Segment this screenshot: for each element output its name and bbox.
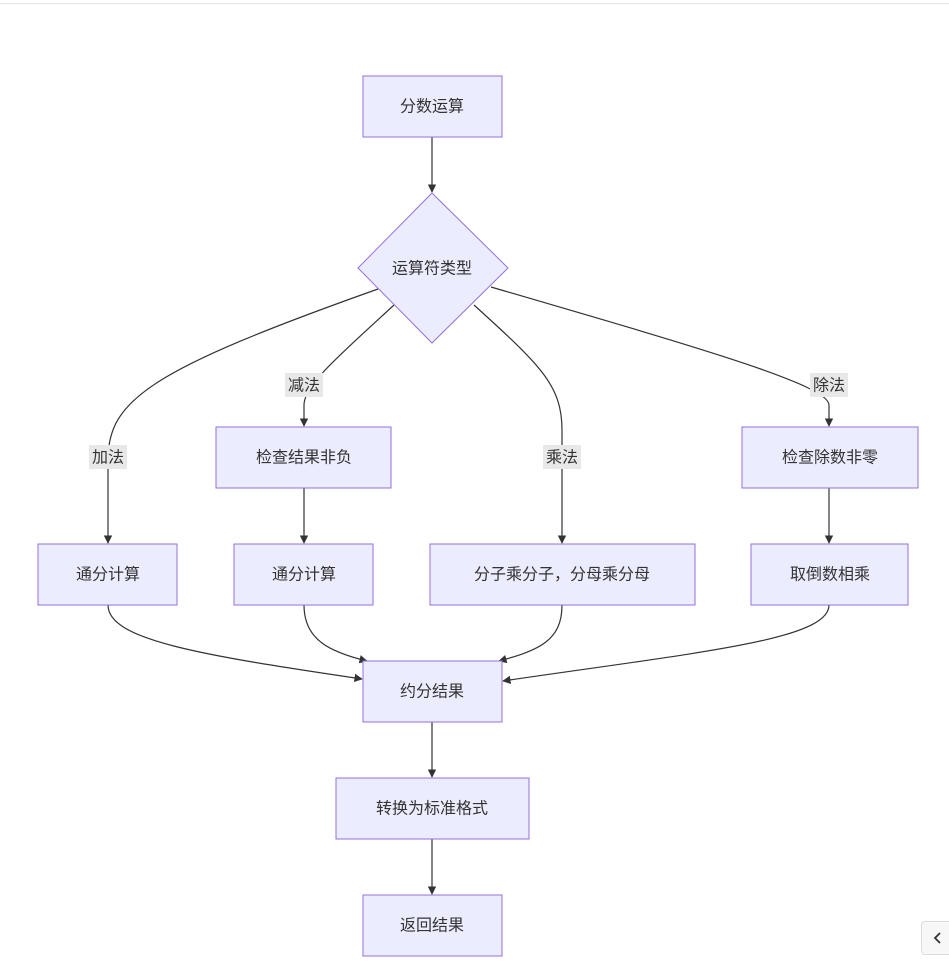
node-reduce: 约分结果 bbox=[362, 660, 503, 723]
node-return-label: 返回结果 bbox=[400, 916, 464, 935]
node-start-label: 分数运算 bbox=[400, 97, 464, 116]
chevron-left-icon bbox=[933, 932, 941, 944]
node-standardize-label: 转换为标准格式 bbox=[376, 799, 488, 818]
node-check-divisor-label: 检查除数非零 bbox=[782, 448, 878, 467]
node-check-divisor: 检查除数非零 bbox=[741, 426, 919, 489]
node-add-common-label: 通分计算 bbox=[76, 565, 140, 584]
node-check-nonneg: 检查结果非负 bbox=[215, 426, 392, 489]
node-add-common: 通分计算 bbox=[37, 543, 178, 606]
node-sub-common: 通分计算 bbox=[233, 543, 374, 606]
node-decision: 运算符类型 bbox=[357, 192, 509, 344]
node-reciprocal-label: 取倒数相乘 bbox=[790, 565, 870, 584]
node-reciprocal: 取倒数相乘 bbox=[750, 543, 909, 606]
edge-sub-to-reduce bbox=[303, 604, 368, 664]
edge-decision-to-add bbox=[103, 288, 379, 544]
node-decision-label: 运算符类型 bbox=[392, 259, 472, 278]
node-multiply-label: 分子乘分子，分母乘分母 bbox=[474, 565, 650, 584]
edge-reciprocal-to-reduce bbox=[502, 604, 830, 685]
edge-decision-to-check-divisor bbox=[490, 286, 834, 427]
edge-label-add-text: 加法 bbox=[92, 448, 124, 467]
edge-label-mul: 乘法 bbox=[543, 445, 581, 469]
edge-decision-to-check-nonneg bbox=[299, 304, 395, 427]
edge-label-sub-text: 减法 bbox=[288, 376, 320, 395]
edge-label-div-text: 除法 bbox=[813, 376, 845, 395]
node-multiply: 分子乘分子，分母乘分母 bbox=[429, 543, 696, 606]
edge-label-add: 加法 bbox=[89, 445, 127, 469]
edge-label-sub: 减法 bbox=[285, 373, 323, 397]
node-reduce-label: 约分结果 bbox=[400, 682, 464, 701]
node-sub-common-label: 通分计算 bbox=[272, 565, 336, 584]
node-return: 返回结果 bbox=[362, 894, 503, 957]
edge-label-mul-text: 乘法 bbox=[546, 448, 578, 467]
top-divider bbox=[0, 3, 949, 4]
edge-mul-to-reduce bbox=[498, 604, 563, 664]
edge-add-to-reduce bbox=[107, 604, 363, 683]
edge-label-div: 除法 bbox=[810, 373, 848, 397]
node-standardize: 转换为标准格式 bbox=[335, 777, 530, 840]
edges bbox=[103, 137, 834, 895]
node-check-nonneg-label: 检查结果非负 bbox=[256, 448, 352, 467]
node-start: 分数运算 bbox=[362, 75, 503, 138]
collapse-panel-button[interactable] bbox=[921, 921, 949, 955]
edge-decision-to-mul bbox=[473, 304, 567, 544]
